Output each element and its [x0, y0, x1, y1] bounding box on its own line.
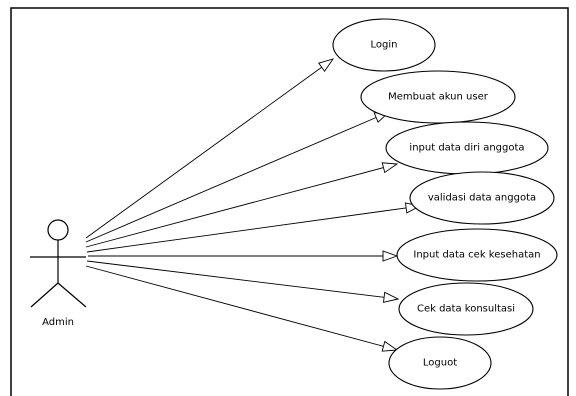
use-case-validasi-data-anggota[interactable]: validasi data anggota — [409, 171, 555, 225]
association-line — [85, 117, 377, 243]
use-case-input-data-diri-anggota[interactable]: input data diri anggota — [385, 121, 549, 175]
actor-right-leg — [57, 282, 87, 308]
actor-admin[interactable]: Admin — [30, 219, 87, 328]
actor-left-leg — [30, 282, 59, 308]
use-case-ellipse[interactable] — [409, 171, 555, 225]
arrowhead-icon — [381, 162, 399, 174]
association-line — [85, 66, 322, 239]
association-line — [85, 167, 384, 248]
use-case-ellipse[interactable] — [396, 228, 558, 282]
use-case-ellipse[interactable] — [398, 282, 534, 336]
arrowhead-icon — [381, 340, 399, 352]
use-case-label: Membuat akun user — [388, 92, 489, 103]
association-line — [85, 265, 384, 347]
use-case-label: Loguot — [423, 358, 457, 369]
use-case-label: Input data cek kesehatan — [413, 250, 540, 261]
use-case-cek-data-konsultasi[interactable]: Cek data konsultasi — [398, 282, 534, 336]
arrowhead-icon — [317, 58, 335, 73]
actor-head-icon — [47, 219, 69, 241]
use-case-ellipse[interactable] — [388, 336, 492, 390]
use-case-label: validasi data anggota — [428, 193, 536, 204]
association-line — [86, 260, 385, 298]
use-case-ellipse[interactable] — [332, 18, 436, 72]
use-case-label: Cek data konsultasi — [417, 304, 515, 315]
associations — [85, 58, 422, 352]
use-case-label: Login — [371, 40, 398, 51]
use-case-login[interactable]: Login — [332, 18, 436, 72]
arrowhead-icon — [382, 291, 400, 303]
use-case-label: input data diri anggota — [409, 143, 524, 154]
actor-name: Admin — [42, 317, 74, 328]
use-case-membuat-akun-user[interactable]: Membuat akun user — [360, 70, 516, 124]
association-line — [86, 207, 407, 253]
use-case-input-data-cek-kesehatan[interactable]: Input data cek kesehatan — [396, 228, 558, 282]
use-case-ellipse[interactable] — [360, 70, 516, 124]
use-case-loguot[interactable]: Loguot — [388, 336, 492, 390]
arrowhead-icon — [382, 250, 399, 262]
